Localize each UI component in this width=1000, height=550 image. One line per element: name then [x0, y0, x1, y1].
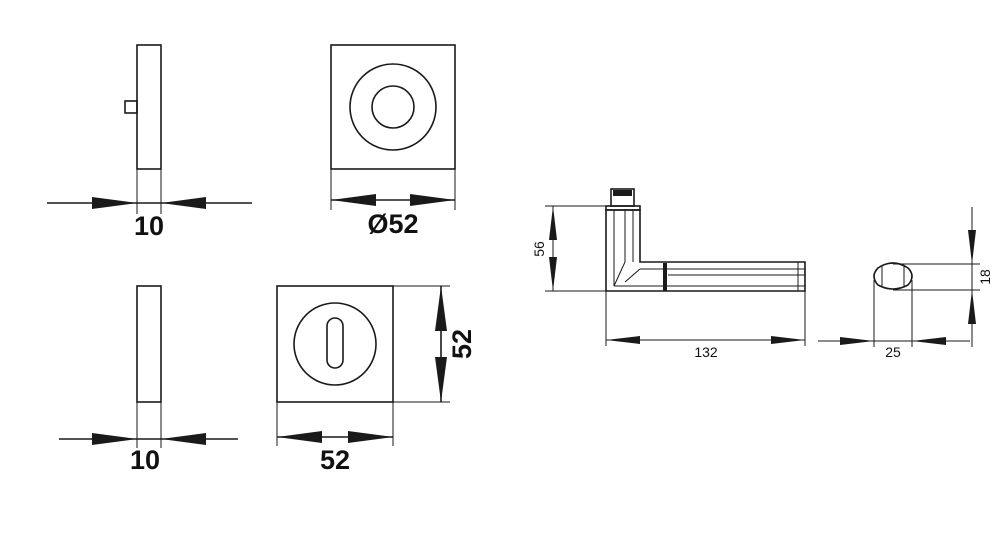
- escutcheon-height-label: 52: [447, 329, 477, 359]
- escutcheon-thickness-label: 10: [130, 445, 160, 475]
- rose-thickness-label: 10: [134, 211, 164, 241]
- rose-side-view: 10: [47, 44, 252, 241]
- escutcheon-front-view: 52 52: [276, 285, 477, 475]
- grip-cross-section: 25 18: [818, 207, 993, 360]
- escutcheon-width-label: 52: [320, 445, 350, 475]
- escutcheon-side-view: 10: [59, 285, 238, 475]
- grip-height-label: 18: [977, 269, 993, 285]
- rose-front-view: Ø52: [330, 44, 456, 239]
- rose-diameter-label: Ø52: [367, 209, 418, 239]
- lever-length-label: 132: [694, 344, 718, 360]
- lever-height-label: 56: [531, 241, 547, 257]
- grip-width-label: 25: [885, 344, 901, 360]
- lever-side-view: 56 132: [531, 188, 806, 360]
